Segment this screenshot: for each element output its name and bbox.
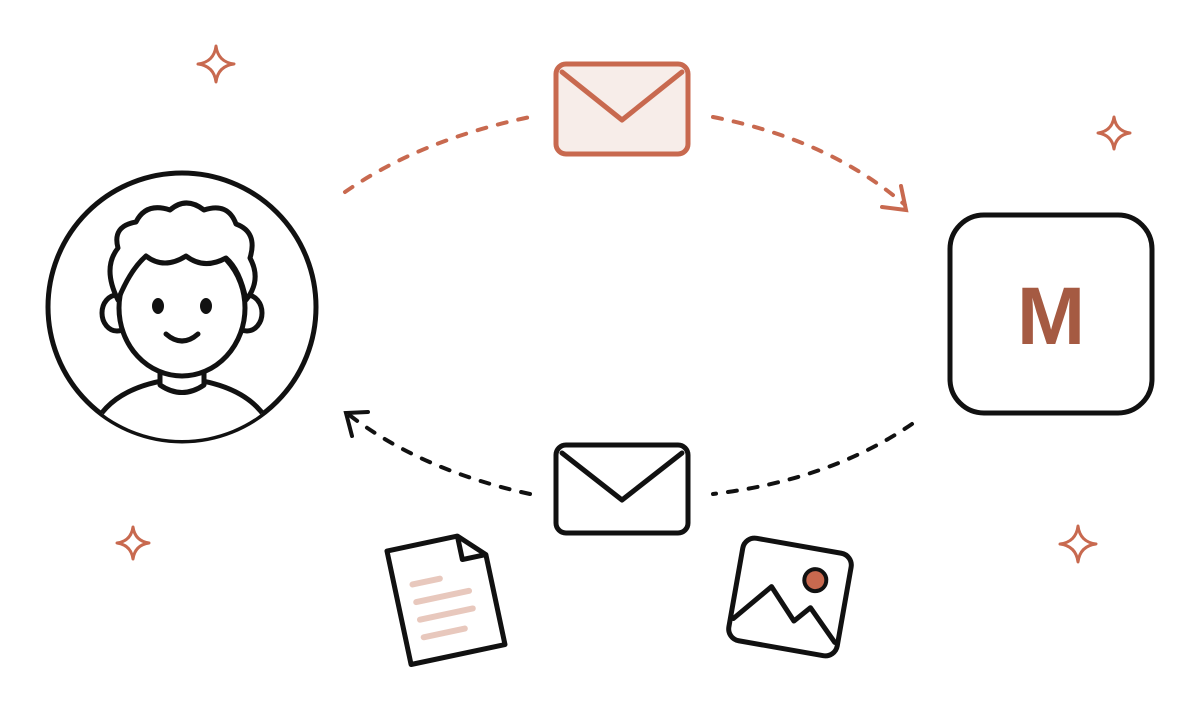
sparkle-icon: [1096, 115, 1132, 151]
incoming-envelope-icon: [553, 442, 691, 536]
sparkle-icon: [1058, 524, 1098, 564]
outgoing-envelope-icon: [553, 61, 691, 157]
app-logo-icon: M: [947, 212, 1155, 416]
incoming-flow-arrow: [343, 410, 914, 496]
sparkle-icon: [115, 525, 151, 561]
image-icon: [726, 535, 854, 659]
document-icon: [384, 533, 508, 668]
user-avatar-icon: [45, 170, 319, 444]
sparkle-icon: [196, 44, 236, 84]
app-logo-letter: M: [1017, 271, 1085, 362]
outgoing-flow-arrow: [343, 115, 909, 213]
